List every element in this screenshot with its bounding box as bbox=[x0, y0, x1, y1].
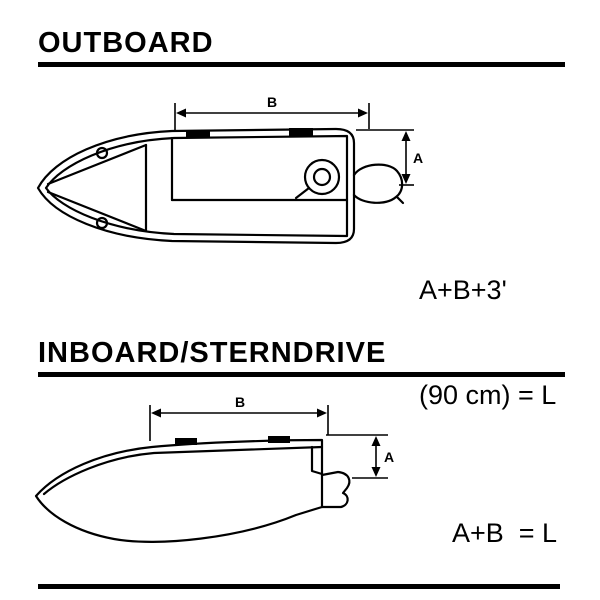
steering-wheel-outer bbox=[303, 158, 341, 196]
seat-mark bbox=[268, 436, 290, 443]
bow-cleat-lower bbox=[95, 216, 109, 230]
inboard-formula: A+B = L bbox=[452, 518, 558, 548]
steering-wheel-hub bbox=[312, 167, 332, 187]
arrowhead-icon bbox=[358, 108, 368, 118]
seat-mark bbox=[186, 130, 210, 138]
seat-mark bbox=[175, 438, 197, 445]
bow-cleat-upper bbox=[95, 146, 109, 160]
inboard-dim-a-label: A bbox=[384, 449, 394, 465]
arrowhead-icon bbox=[176, 108, 186, 118]
bow-seam-lower bbox=[46, 190, 148, 233]
outboard-top-view-figure: B A bbox=[36, 94, 423, 245]
inboard-divider bbox=[38, 372, 565, 377]
inboard-section-title: INBOARD/STERNDRIVE bbox=[38, 337, 387, 369]
outboard-formula-line-1: A+B+3' bbox=[419, 275, 507, 305]
outboard-formula: A+B+3' (90 cm) = L bbox=[419, 203, 556, 483]
hull-outline bbox=[36, 127, 356, 245]
engine-hatch-line bbox=[310, 445, 324, 476]
bottom-divider bbox=[38, 584, 560, 589]
inboard-dim-b-label: B bbox=[235, 395, 245, 410]
outboard-section-title: OUTBOARD bbox=[38, 27, 214, 59]
hull-outline bbox=[34, 438, 324, 543]
arrowhead-icon bbox=[317, 408, 327, 418]
seat-mark bbox=[289, 128, 313, 136]
outboard-divider bbox=[38, 62, 565, 67]
arrowhead-icon bbox=[151, 408, 161, 418]
arrowhead-icon bbox=[401, 131, 411, 141]
bow-seam-upper bbox=[46, 143, 148, 186]
outboard-formula-line-2: (90 cm) = L bbox=[419, 380, 557, 410]
inboard-side-view-figure: B A bbox=[34, 395, 394, 543]
arrowhead-icon bbox=[401, 174, 411, 184]
sterndrive-unit bbox=[320, 470, 351, 509]
arrowhead-icon bbox=[371, 467, 381, 477]
motor-skeg bbox=[395, 195, 405, 205]
hull-inner-line bbox=[44, 134, 349, 238]
outboard-dim-a-label: A bbox=[413, 150, 423, 166]
sheer-line bbox=[42, 445, 324, 496]
arrowhead-icon bbox=[371, 436, 381, 446]
outboard-motor bbox=[352, 163, 404, 204]
outboard-dim-b-label: B bbox=[267, 94, 277, 110]
steering-handle bbox=[294, 186, 311, 200]
